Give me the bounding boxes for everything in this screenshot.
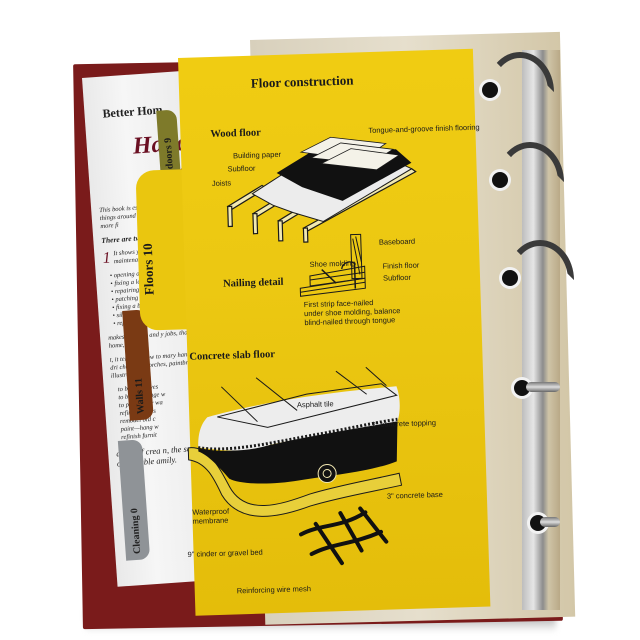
concrete-slab-heading: Concrete slab floor: [189, 349, 276, 363]
label-subfloor: Subfloor: [227, 163, 256, 174]
concrete-slab-diagram: [187, 366, 403, 566]
nailing-caption: First strip face-nailed under shoe moldi…: [303, 297, 401, 328]
label-tongue-groove: Tongue-and-groove finish flooring: [368, 122, 480, 136]
wood-floor-diagram: [226, 136, 417, 243]
ring-shank: [526, 382, 560, 392]
label-shoe-molding: Shoe molding: [309, 258, 356, 269]
label-concrete-base: 3" concrete base: [386, 489, 444, 501]
book-brand: Better Hom: [102, 102, 163, 121]
label-asphalt-tile: Asphalt tile: [296, 399, 334, 410]
label-building-paper: Building paper: [232, 149, 282, 161]
label-finish-floor: Finish floor: [382, 260, 420, 271]
point-number: 1: [102, 249, 112, 267]
nailing-detail-diagram: [299, 233, 366, 297]
label-baseboard: Baseboard: [378, 236, 416, 247]
label-concrete-topping: 2" concrete topping: [371, 418, 437, 430]
label-wire-mesh: Reinforcing wire mesh: [236, 584, 312, 596]
nailing-detail-heading: Nailing detail: [222, 276, 284, 290]
label-joists: Joists: [211, 178, 232, 188]
divider-content: Floor construction Wood floor Tongue-and…: [178, 49, 490, 616]
tab-floors-label: Floors 10: [139, 243, 157, 296]
tab-walls-label: Walls 11: [133, 377, 147, 415]
label-waterproof-membrane: Waterproof membrane: [192, 506, 230, 526]
tab-grey-label: Cleaning 0: [129, 507, 144, 555]
page-title: Floor construction: [250, 72, 354, 91]
label-subfloor-nailing: Subfloor: [382, 272, 412, 283]
ring-shank: [540, 517, 560, 527]
